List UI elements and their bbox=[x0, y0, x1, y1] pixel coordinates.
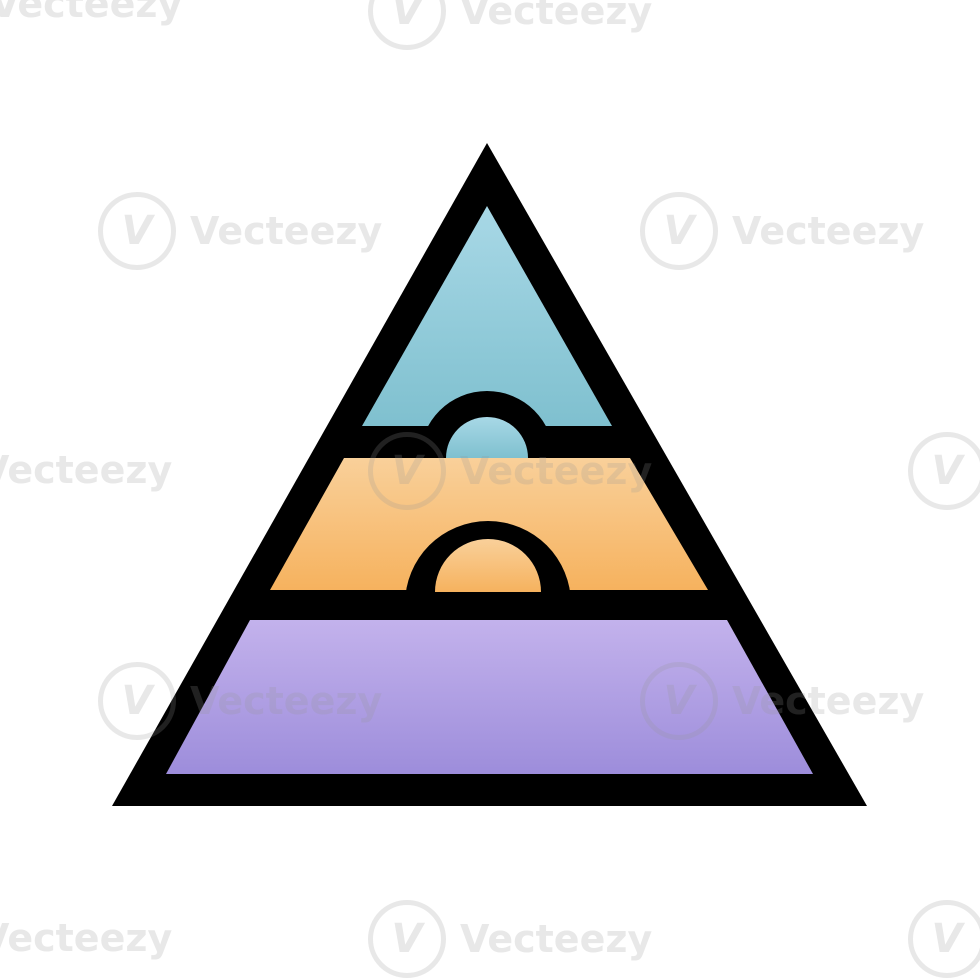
semicircle-arch-icon bbox=[405, 521, 571, 604]
semicircle-arch-icon bbox=[420, 391, 554, 458]
pyramid-tier-bottom bbox=[166, 620, 813, 774]
pyramid-tier-top bbox=[362, 206, 612, 426]
